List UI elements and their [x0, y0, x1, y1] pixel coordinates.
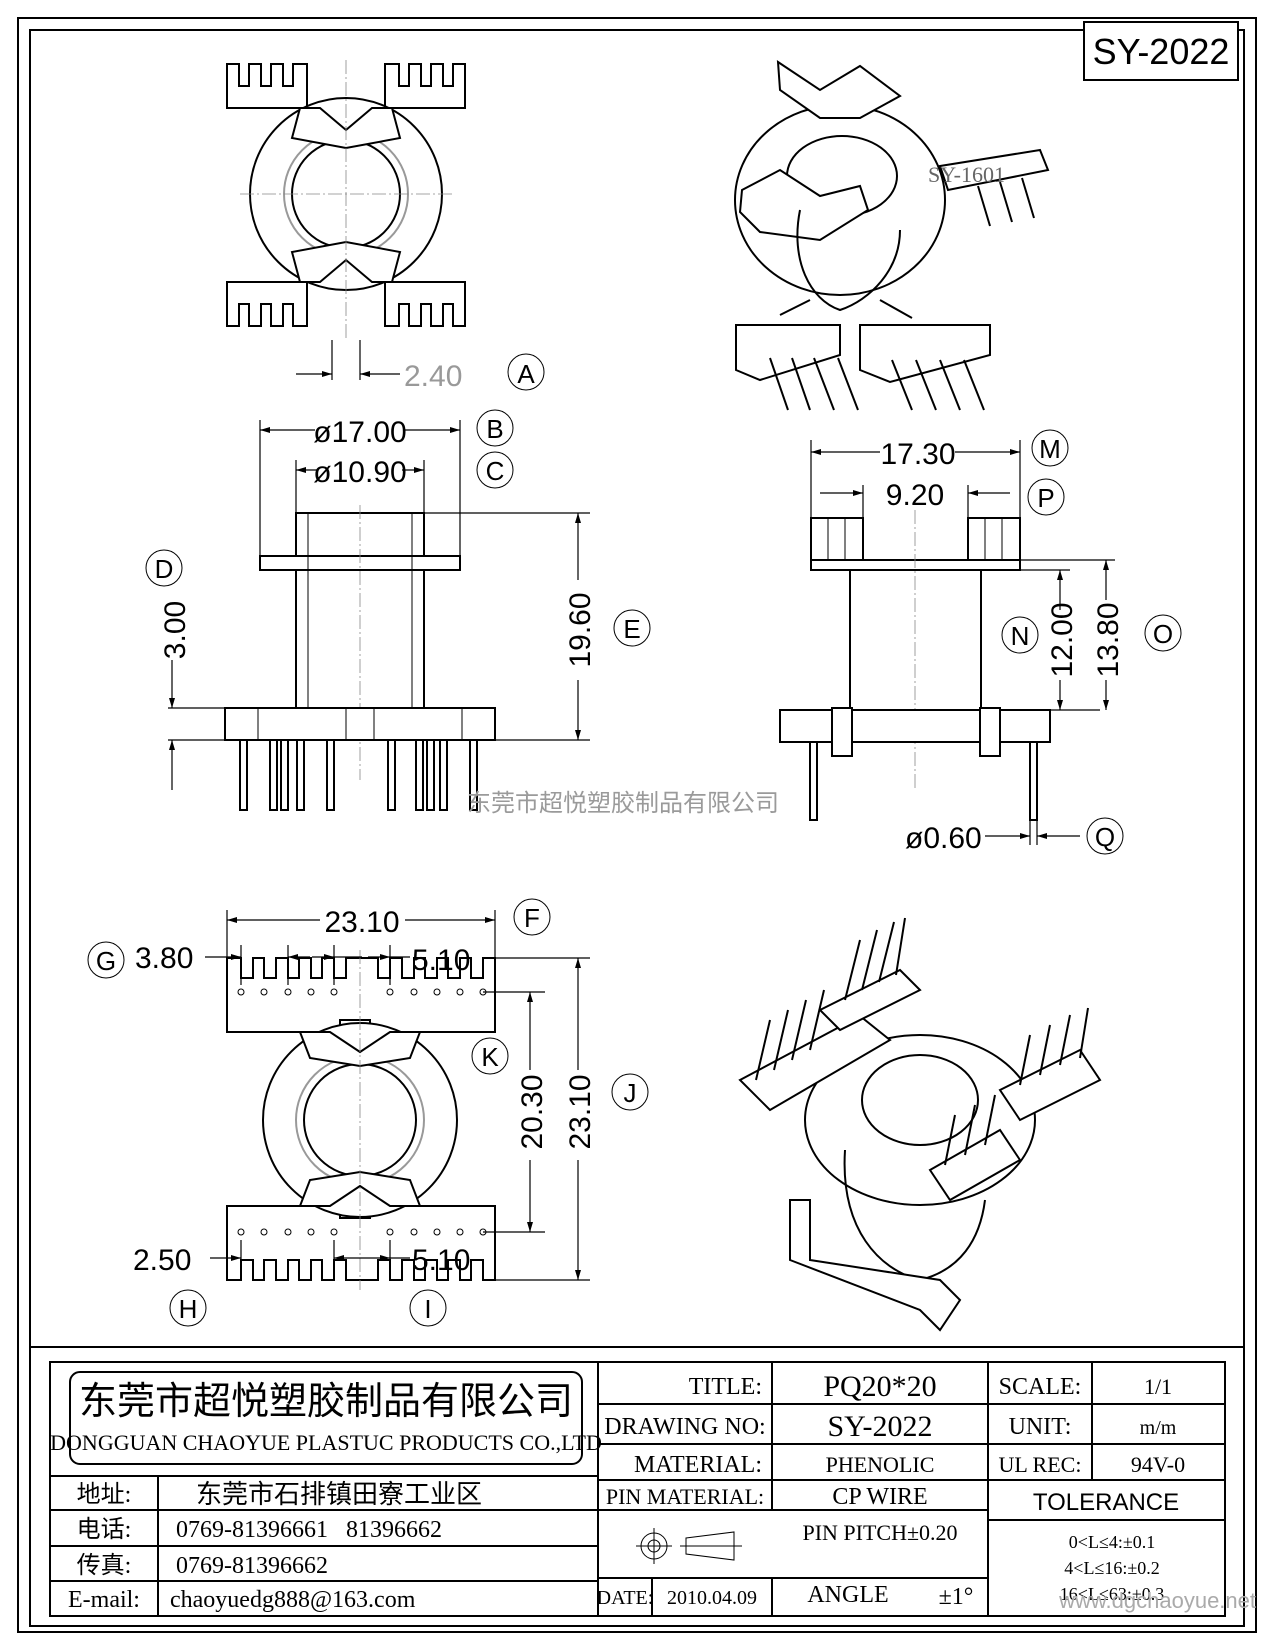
dim-j-value: 23.10 [564, 1074, 597, 1149]
date-label: DATE: [597, 1587, 654, 1609]
dim-n-value: 12.00 [1046, 602, 1079, 677]
dim-i-letter: I [424, 1294, 431, 1324]
dim-d-value: 3.00 [159, 601, 192, 659]
dim-c-letter: C [486, 456, 505, 486]
isometric-view-bottom [738, 917, 1102, 1332]
dim-g-letter: G [96, 946, 116, 976]
dim-m-value: 17.30 [880, 438, 955, 471]
dim-e-letter: E [623, 614, 640, 644]
dim-p-letter: P [1037, 483, 1054, 513]
dim-k-letter: K [481, 1042, 499, 1072]
watermark: 东莞市超悦塑胶制品有限公司 [467, 790, 779, 817]
drawing-code-box: SY-2022 [1083, 21, 1239, 81]
dim-c-value: ø10.90 [313, 456, 406, 489]
drawing-no-label: DRAWING NO: [604, 1414, 765, 1440]
pin-material-value: CP WIRE [832, 1484, 927, 1510]
pin-material-label: PIN MATERIAL: [606, 1484, 764, 1509]
dim-g-value: 3.80 [135, 942, 193, 975]
ul-value: 94V-0 [1131, 1452, 1185, 1477]
dim-h-value: 2.50 [133, 1244, 191, 1277]
date-value: 2010.04.09 [667, 1587, 757, 1609]
tolerance-3: 16<L≤63:±0.3 [1060, 1584, 1164, 1604]
dim-h-letter: H [179, 1294, 198, 1324]
tolerance-1: 0<L≤4:±0.1 [1069, 1532, 1155, 1552]
email-label: E-mail: [68, 1587, 140, 1613]
material-label: MATERIAL: [634, 1452, 762, 1478]
dim-o-letter: O [1153, 619, 1173, 649]
drawing-code: SY-2022 [1093, 31, 1230, 72]
angle-label: ANGLE [807, 1582, 888, 1608]
dim-e-value: 19.60 [564, 592, 597, 667]
isometric-view-top: SY-1601 [734, 60, 1050, 411]
phone-value: 0769-81396661 81396662 [176, 1517, 442, 1543]
dim-j-letter: J [624, 1078, 637, 1108]
dim-k-value: 20.30 [516, 1074, 549, 1149]
dim-a-letter: A [517, 359, 535, 389]
top-view: 2.40 A [226, 60, 545, 393]
title-label: TITLE: [689, 1374, 762, 1400]
inner-border [29, 29, 1245, 1627]
dim-g2-value: 5.10 [412, 944, 470, 977]
projection-symbol [636, 1528, 742, 1564]
title-block: 东莞市超悦塑胶制品有限公司 DONGGUAN CHAOYUE PLASTUC P… [30, 1346, 1244, 1617]
tolerance-label: TOLERANCE [1033, 1489, 1179, 1516]
scale-label: SCALE: [999, 1374, 1082, 1400]
material-value: PHENOLIC [826, 1452, 935, 1477]
dim-b-letter: B [486, 414, 503, 444]
side-view: 17.30 M 9.20 P 12.00 N 13.80 O ø0.60 Q [779, 429, 1182, 855]
dim-b-value: ø17.00 [313, 416, 406, 449]
angle-value: ±1° [939, 1584, 974, 1610]
drawing-no-value: SY-2022 [827, 1410, 932, 1443]
iso-part-label: SY-1601 [928, 162, 1005, 187]
dim-p-value: 9.20 [886, 479, 944, 512]
dim-m-letter: M [1039, 434, 1061, 464]
email-value: chaoyuedg888@163.com [170, 1587, 416, 1613]
dim-n-letter: N [1011, 621, 1030, 651]
pin-pitch-value: PIN PITCH±0.20 [802, 1520, 957, 1545]
outer-border [17, 17, 1257, 1633]
dim-q-value: ø0.60 [905, 822, 982, 855]
phone-label: 电话: [77, 1516, 132, 1543]
ul-label: UL REC: [999, 1452, 1082, 1477]
fax-label: 传真: [77, 1552, 132, 1579]
fax-value: 0769-81396662 [176, 1553, 328, 1579]
title-value: PQ20*20 [823, 1370, 936, 1403]
dim-i-value: 5.10 [412, 1244, 470, 1277]
scale-value: 1/1 [1144, 1374, 1172, 1399]
bottom-view: 23.10 F 3.80 5.10 G 2.50 5.10 H I [87, 898, 649, 1327]
dim-d-letter: D [155, 554, 174, 584]
company-name-cn: 东莞市超悦塑胶制品有限公司 [79, 1381, 573, 1423]
dim-f-value: 23.10 [324, 906, 399, 939]
dim-a-value: 2.40 [404, 360, 462, 393]
front-view: ø17.00 B ø10.90 C 19.60 E 3.00 D [145, 409, 651, 811]
dim-o-value: 13.80 [1092, 602, 1125, 677]
unit-label: UNIT: [1009, 1414, 1072, 1440]
unit-value: m/m [1140, 1417, 1177, 1439]
company-name-en: DONGGUAN CHAOYUE PLASTUC PRODUCTS CO.,LT… [50, 1430, 602, 1455]
address-label: 地址: [77, 1481, 132, 1508]
footer-url: www.dgchaoyue.net [1058, 1588, 1256, 1613]
tolerance-2: 4<L≤16:±0.2 [1064, 1558, 1159, 1578]
dim-f-letter: F [524, 903, 540, 933]
dim-q-letter: Q [1095, 822, 1115, 852]
address-value: 东莞市石排镇田寮工业区 [196, 1480, 482, 1509]
